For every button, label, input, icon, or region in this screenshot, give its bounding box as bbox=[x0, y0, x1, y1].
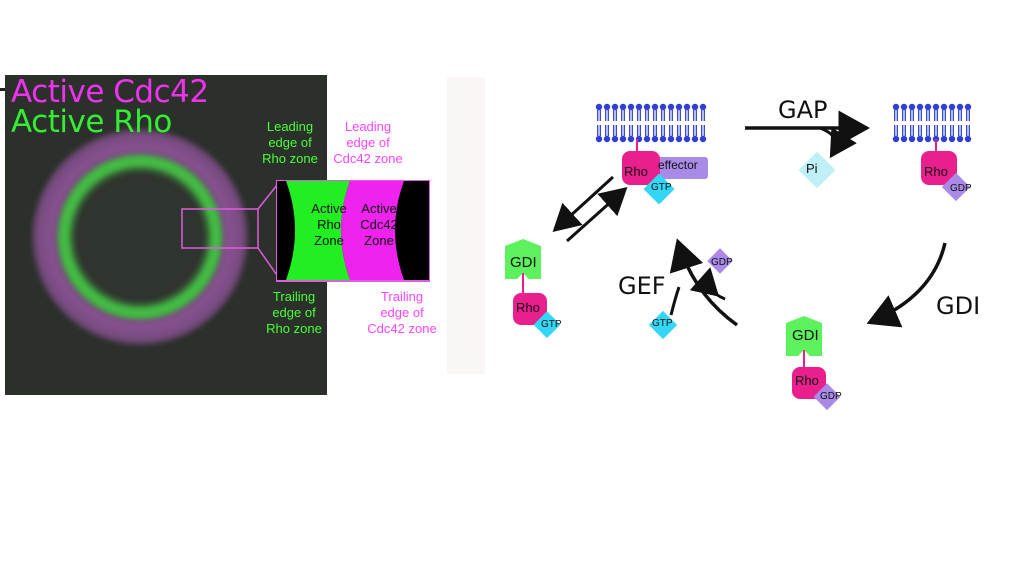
rho-label-bottom: Rho bbox=[795, 373, 819, 388]
zone-inset-extended bbox=[276, 180, 430, 282]
membrane-right bbox=[892, 103, 972, 143]
gef-gtp-label: GTP bbox=[652, 318, 673, 329]
effector-label: effector bbox=[658, 158, 698, 172]
rho-gdp-membrane bbox=[921, 139, 971, 202]
gdp-release-arrow bbox=[689, 267, 726, 301]
pi-release-arrow bbox=[819, 126, 857, 159]
gtp-binding-line bbox=[669, 286, 681, 316]
association-arrow bbox=[566, 187, 628, 243]
rho-label-top-left: Rho bbox=[624, 164, 648, 179]
panel-divider bbox=[447, 77, 485, 374]
zoom-box bbox=[181, 208, 259, 249]
rho-label-left: Rho bbox=[516, 300, 540, 315]
pi-marker bbox=[798, 151, 836, 189]
membrane-left bbox=[595, 103, 707, 143]
gtp-label-top-left: GTP bbox=[651, 182, 672, 193]
gap-label: GAP bbox=[778, 96, 828, 124]
gef-gdp-label: GDP bbox=[711, 257, 733, 268]
slide-marker bbox=[0, 88, 6, 91]
rho-label-top-right: Rho bbox=[924, 164, 948, 179]
gef-gtp-marker bbox=[648, 310, 678, 340]
gdp-label-bottom: GDP bbox=[820, 391, 842, 402]
gdi-rho-gdp-complex bbox=[786, 316, 841, 411]
micrograph-panel: Active Cdc42 Active Rho bbox=[5, 75, 327, 395]
cdc42-ring bbox=[33, 130, 247, 344]
rho-title: Active Rho bbox=[11, 104, 172, 140]
rho-cycle-diagram bbox=[505, 103, 972, 411]
pi-label: Pi bbox=[806, 161, 818, 176]
gdi-extraction-arrow bbox=[866, 242, 947, 328]
gdi-label-bottom: GDI bbox=[792, 327, 819, 344]
micrograph-image bbox=[5, 75, 327, 395]
dissociation-arrow bbox=[552, 175, 615, 233]
cdc42-title: Active Cdc42 bbox=[11, 75, 209, 110]
gtp-label-left: GTP bbox=[541, 319, 562, 330]
gdi-arrow-label: GDI bbox=[936, 292, 981, 320]
gef-gdp-marker bbox=[707, 248, 733, 274]
gdi-label-left: GDI bbox=[510, 254, 537, 271]
gef-label: GEF bbox=[618, 272, 666, 300]
rho-ring bbox=[58, 155, 222, 319]
gdp-label-top-right: GDP bbox=[950, 183, 972, 194]
